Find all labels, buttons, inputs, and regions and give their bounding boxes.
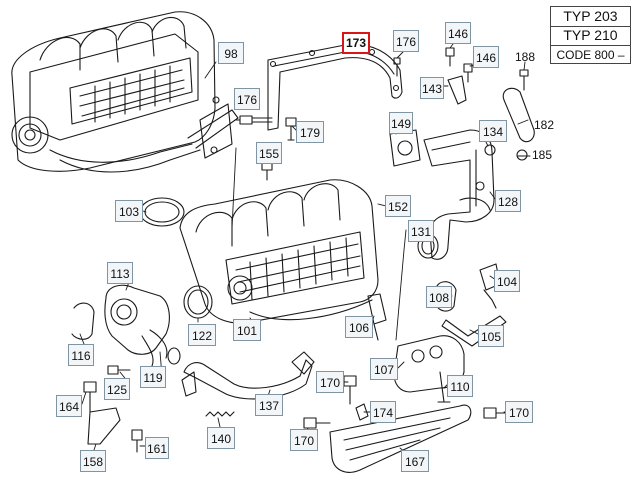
pipe-182-drawing [502,87,535,143]
code-line: CODE 800 – [556,48,625,62]
lower-manifold-drawing [179,179,379,324]
bracket-158-drawing [87,407,121,445]
callout-182: 182 [534,118,555,132]
elbow-128-drawing [423,129,496,260]
callout-104[interactable]: 104 [494,270,520,292]
callout-110[interactable]: 110 [447,375,473,397]
callout-134[interactable]: 134 [479,120,507,142]
callout-125[interactable]: 125 [104,378,130,400]
callout-158[interactable]: 158 [80,450,106,472]
callout-170a[interactable]: 170 [316,371,344,393]
throttle-housing-drawing [104,284,181,367]
callout-122[interactable]: 122 [188,324,216,346]
callout-176a[interactable]: 176 [393,30,419,52]
callout-103[interactable]: 103 [115,200,143,222]
callout-106[interactable]: 106 [345,316,373,338]
hose-137-drawing [181,351,315,400]
callout-179[interactable]: 179 [296,121,324,143]
separator [551,45,630,46]
bolts-lower-left-drawing [83,365,143,453]
callout-170c[interactable]: 170 [290,429,318,451]
callout-143[interactable]: 143 [420,77,444,99]
callout-137[interactable]: 137 [255,394,283,416]
model-line-2: TYP 210 [563,27,618,43]
callout-131[interactable]: 131 [408,220,434,242]
callout-98[interactable]: 98 [218,42,244,64]
callout-113[interactable]: 113 [107,262,133,284]
heat-shield-167-drawing [329,404,472,473]
gasket-116-drawing [71,302,95,340]
callout-149[interactable]: 149 [389,112,413,134]
ring-185-drawing [516,149,528,161]
callout-105[interactable]: 105 [478,325,504,347]
callout-164[interactable]: 164 [56,395,82,417]
callout-107[interactable]: 107 [370,358,398,380]
model-info-box: TYP 203 TYP 210 CODE 800 – [550,6,631,64]
callout-155[interactable]: 155 [256,142,282,164]
model-line-1: TYP 203 [563,8,618,24]
gasket-173-drawing [267,43,403,131]
upper-manifold-drawing [11,11,239,173]
bolt-106-drawing [367,293,387,341]
callout-146b[interactable]: 146 [473,46,499,68]
bolts-170-drawing [303,375,511,429]
bracket-143-drawing [447,75,467,105]
callout-119[interactable]: 119 [140,366,166,388]
callout-128[interactable]: 128 [495,190,521,212]
callout-174[interactable]: 174 [370,401,396,423]
gasket-149-drawing [389,129,421,167]
separator [551,26,630,27]
callout-176b[interactable]: 176 [234,88,260,110]
callout-146a[interactable]: 146 [445,22,471,44]
callout-108[interactable]: 108 [426,286,452,308]
callout-185: 185 [532,148,553,162]
callout-173-selected[interactable]: 173 [342,32,370,54]
callout-188: 188 [515,50,536,64]
callout-101[interactable]: 101 [233,319,261,341]
callout-140[interactable]: 140 [207,427,235,449]
bolts-top-drawing [239,47,529,181]
callout-167[interactable]: 167 [401,450,429,472]
callout-152[interactable]: 152 [385,195,411,217]
callout-116[interactable]: 116 [68,344,94,366]
spring-140-drawing [205,411,235,417]
callout-170b[interactable]: 170 [505,401,533,423]
callout-161[interactable]: 161 [145,437,169,459]
